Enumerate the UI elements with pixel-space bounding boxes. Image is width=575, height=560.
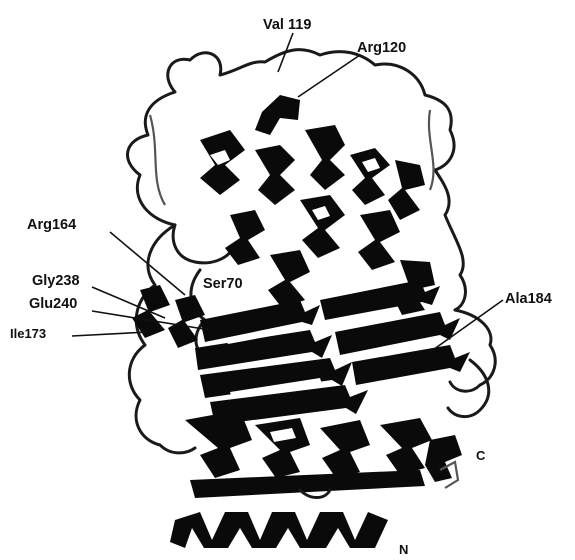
- label-n-terminus: N: [399, 542, 408, 557]
- beta-sheet: [195, 280, 470, 425]
- helix-8: [358, 210, 400, 270]
- lower-strand-3: [320, 420, 370, 478]
- label-arg120: Arg120: [357, 40, 406, 56]
- helix-9: [225, 210, 265, 265]
- strand-5: [320, 280, 440, 320]
- n-terminal-helix: [170, 512, 388, 548]
- leader-arg120: [298, 55, 360, 97]
- strand-7: [352, 345, 470, 385]
- lower-strand-2: [255, 418, 310, 478]
- label-glu240: Glu240: [29, 296, 77, 312]
- lower-strand-1: [185, 410, 252, 478]
- helix-5: [350, 148, 390, 205]
- helix-10: [268, 250, 310, 308]
- label-ser70: Ser70: [203, 276, 243, 292]
- label-arg164: Arg164: [27, 217, 76, 233]
- lower-domain: [185, 410, 462, 498]
- label-ile173: Ile173: [10, 326, 46, 341]
- helix-4: [305, 125, 345, 190]
- helix-3: [255, 145, 295, 205]
- left-helix-ribbon-2: [168, 295, 205, 348]
- left-helix: [132, 285, 205, 348]
- label-gly238: Gly238: [32, 273, 80, 289]
- label-ala184: Ala184: [505, 291, 552, 307]
- helix-1: [255, 95, 300, 135]
- helix-7: [300, 195, 345, 258]
- label-val119: Val 119: [263, 17, 311, 33]
- lower-strand-4: [380, 418, 432, 475]
- helix-6: [388, 160, 425, 220]
- leader-ile173: [72, 332, 148, 336]
- n-helix-coil: [170, 512, 388, 548]
- label-c-terminus: C: [476, 448, 486, 463]
